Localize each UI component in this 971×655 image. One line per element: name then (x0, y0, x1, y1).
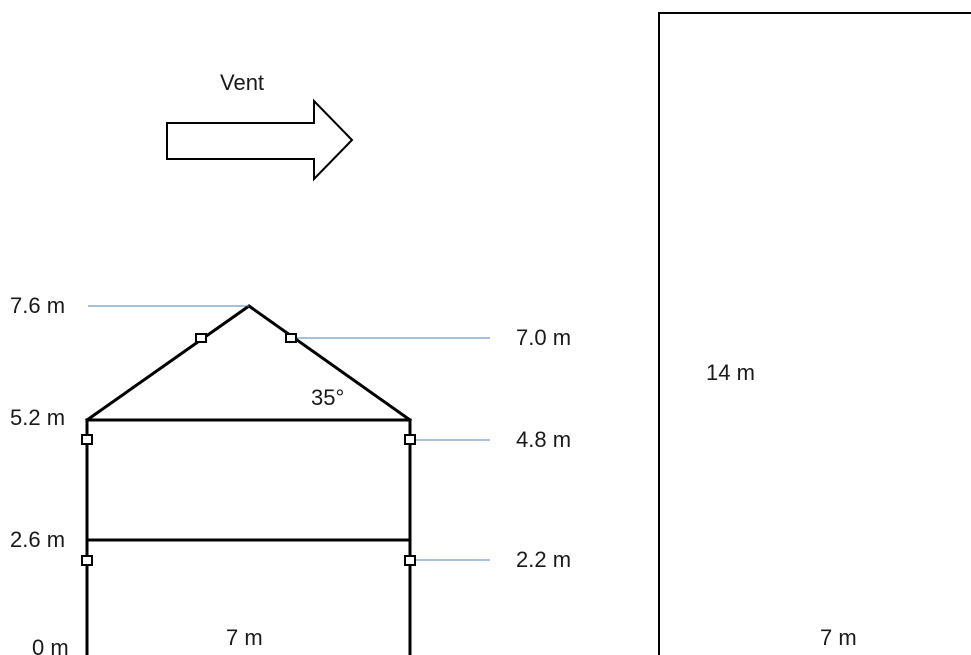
tap-marker (285, 333, 297, 343)
roof (84, 304, 413, 423)
plan-length-label: 14 m (706, 360, 755, 385)
elevation-width-label: 7 m (226, 625, 263, 650)
ridge-level-label: 7.6 m (10, 293, 65, 318)
upper-tap-label: 4.8 m (516, 427, 571, 452)
eave-level-label: 5.2 m (10, 405, 65, 430)
tap-marker (81, 434, 93, 445)
plan-width-label: 7 m (820, 625, 857, 650)
roof-angle-label: 35° (311, 385, 344, 410)
tap-marker (81, 555, 93, 566)
roof-tap-label: 7.0 m (516, 325, 571, 350)
lower-tap-label: 2.2 m (516, 547, 571, 572)
floor-level-label: 2.6 m (10, 527, 65, 552)
tap-marker (404, 434, 416, 445)
building-elevation (84, 304, 413, 655)
tap-marker (195, 333, 207, 343)
tap-marker (404, 555, 416, 566)
wind-label: Vent (220, 70, 264, 95)
wind-arrow-icon (166, 98, 354, 182)
ground-level-label: 0 m (32, 635, 69, 655)
plan-outline (658, 12, 971, 655)
pressure-taps (81, 333, 416, 566)
